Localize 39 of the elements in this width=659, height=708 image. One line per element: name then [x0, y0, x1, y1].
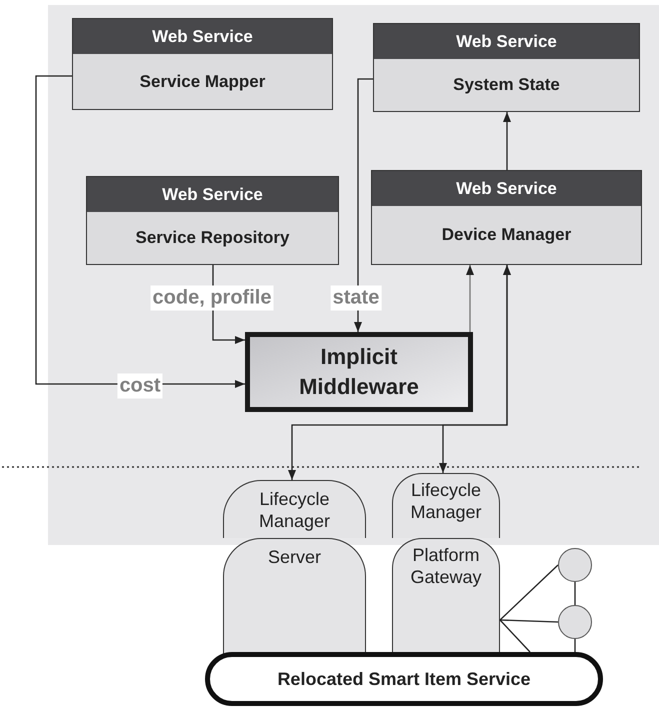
arrow	[439, 265, 511, 473]
node-label: Platform Gateway	[410, 545, 482, 587]
component-tab	[392, 538, 500, 655]
device-circle	[558, 605, 592, 639]
component-tab	[223, 480, 366, 538]
component-tab	[223, 538, 366, 655]
service-name: Device Manager	[442, 225, 572, 245]
service-box	[72, 18, 333, 110]
edge-label: cost	[117, 374, 163, 398]
arrow	[354, 78, 373, 332]
service-header: Web Service	[73, 19, 332, 54]
connector-line	[574, 582, 576, 605]
connector-line	[574, 639, 576, 652]
arrow	[466, 265, 474, 332]
service-pill	[205, 652, 603, 706]
node-label: Lifecycle Manager	[410, 480, 482, 522]
node-label: Relocated Smart Item Service	[277, 668, 531, 690]
arrow	[35, 75, 245, 388]
service-header: Web Service	[372, 171, 641, 206]
service-name: Service Repository	[135, 228, 290, 248]
service-header: Web Service	[374, 24, 639, 59]
edge-label: code, profile	[150, 286, 274, 310]
node-label: Server	[268, 547, 321, 567]
arrow	[503, 112, 511, 170]
service-name: Service Mapper	[140, 72, 266, 92]
middleware-box	[245, 332, 473, 412]
node-label: Lifecycle Manager	[258, 489, 330, 531]
service-box	[371, 170, 642, 265]
connector-line	[500, 564, 558, 620]
service-header: Web Service	[87, 177, 338, 212]
connector-line	[500, 619, 558, 623]
node-label: Implicit Middleware	[298, 343, 420, 401]
device-circle	[558, 548, 592, 582]
service-name: System State	[453, 75, 560, 95]
component-tab	[392, 473, 500, 538]
connector-line	[500, 620, 530, 652]
edge-label: state	[330, 286, 382, 310]
service-box	[373, 23, 640, 112]
service-box	[86, 176, 339, 265]
